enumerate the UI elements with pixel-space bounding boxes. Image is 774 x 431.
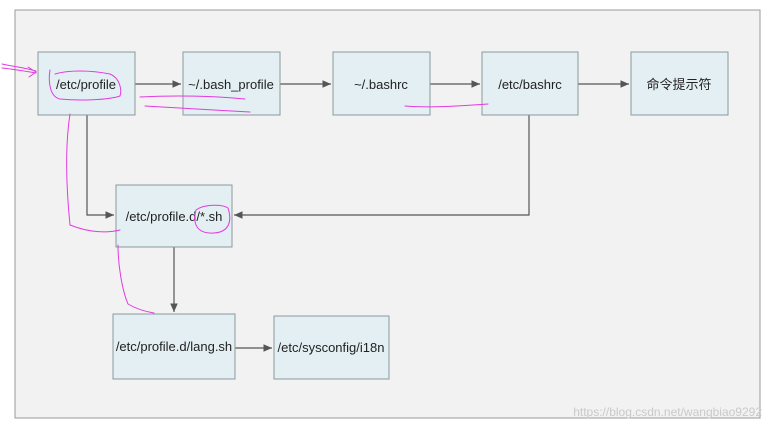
node-label: /etc/bashrc <box>498 77 562 92</box>
edge-etc-profile-to-profile-d <box>86 115 114 219</box>
handwritten-annotations <box>1 63 489 314</box>
node-label: 命令提示符 <box>646 77 711 92</box>
watermark-text: https://blog.csdn.net/wangbiao9292 <box>573 405 762 419</box>
node-label: /etc/profile.d/*.sh <box>126 209 223 224</box>
node-bashrc-home: ~/.bashrc <box>332 51 431 116</box>
annotation-curve-left <box>66 113 155 314</box>
annotation-underline-bashrc <box>404 103 489 108</box>
node-etc-bashrc: /etc/bashrc <box>481 51 579 116</box>
node-label: /etc/profile.d/lang.sh <box>116 339 232 354</box>
node-label: ~/.bash_profile <box>188 77 274 92</box>
annotation-circle-etc-profile <box>48 69 122 101</box>
node-lang-sh: /etc/profile.d/lang.sh <box>112 313 236 380</box>
node-i18n: /etc/sysconfig/i18n <box>273 315 390 380</box>
node-profile-d: /etc/profile.d/*.sh <box>115 184 233 248</box>
node-label: /etc/sysconfig/i18n <box>278 340 385 355</box>
edge-layer <box>86 80 629 352</box>
node-etc-profile: /etc/profile <box>37 51 136 116</box>
edge-etc-bashrc-to-profile-d <box>234 115 530 219</box>
annotation-underline-bash-profile <box>139 95 251 113</box>
node-bash-profile: ~/.bash_profile <box>182 51 281 116</box>
node-prompt: 命令提示符 <box>630 51 729 116</box>
annotation-arrow-left <box>1 63 37 78</box>
annotation-circle-star-sh <box>194 204 231 234</box>
node-label: /etc/profile <box>56 77 116 92</box>
node-label: ~/.bashrc <box>354 77 408 92</box>
